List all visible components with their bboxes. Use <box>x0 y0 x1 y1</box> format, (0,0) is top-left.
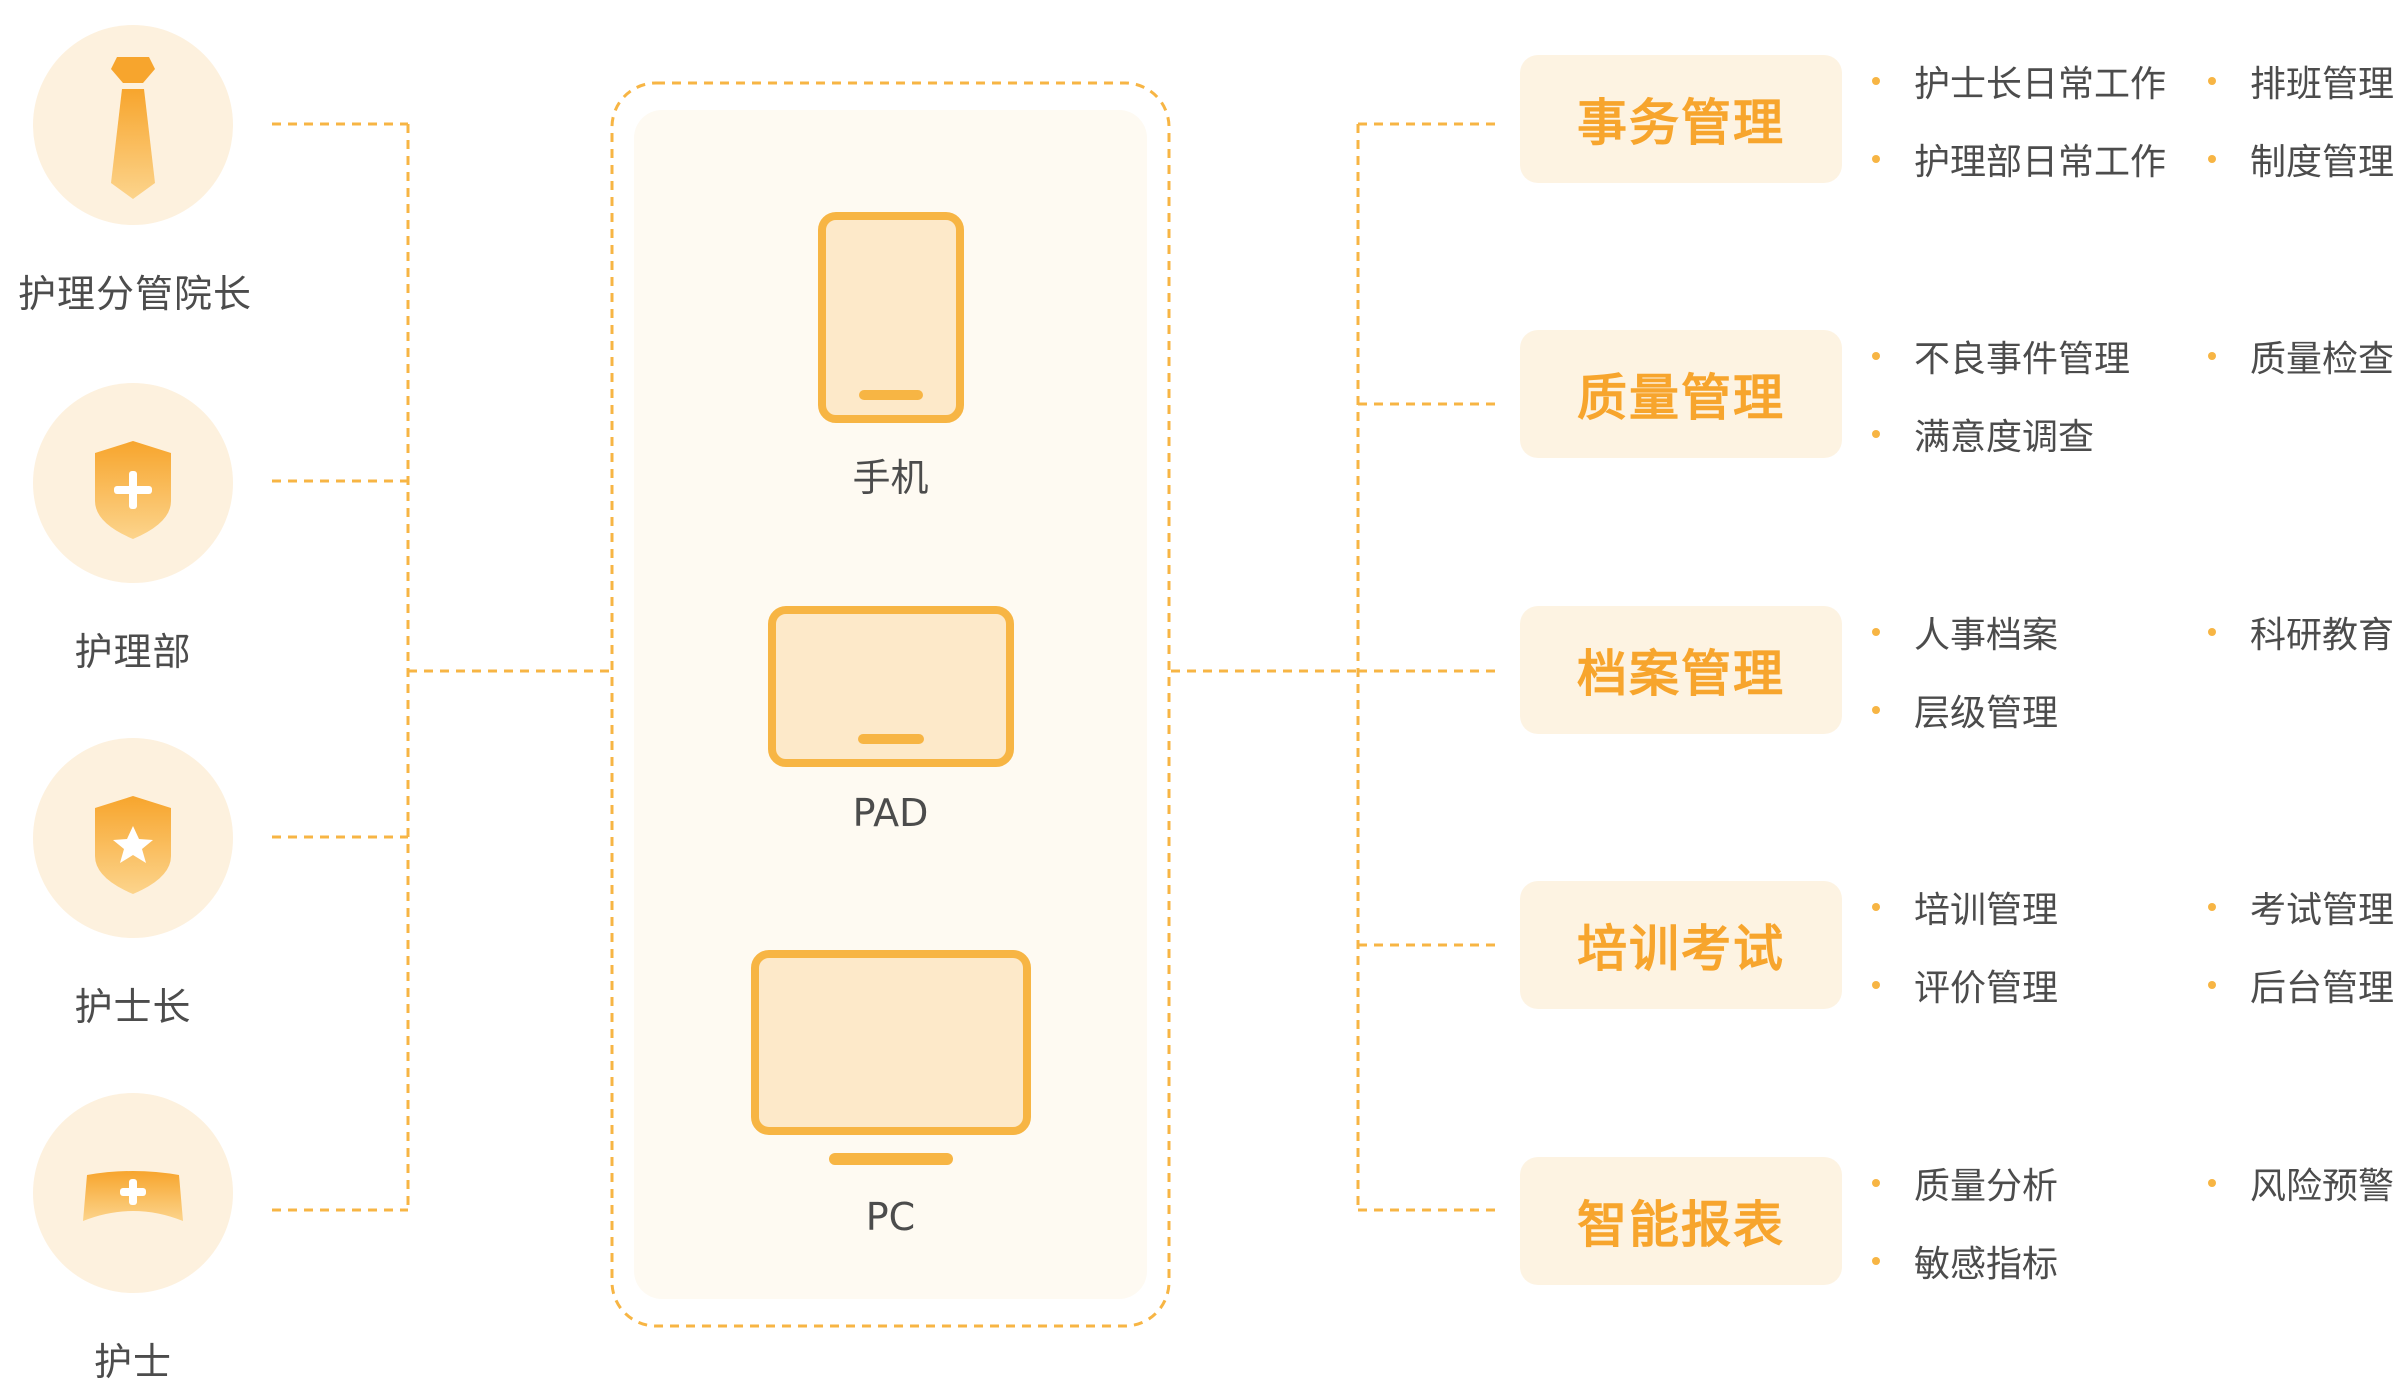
bullet-dot <box>2208 1179 2216 1187</box>
feature-item: 护士长日常工作 <box>1870 55 2166 107</box>
role-nursing-department: 护理部 <box>18 383 248 676</box>
feature-item: 不良事件管理 <box>1870 330 2130 382</box>
role-nurse: 护士 <box>18 1093 248 1386</box>
monitor-icon <box>750 950 1031 1165</box>
feature-item: 层级管理 <box>1870 684 2058 736</box>
tablet-icon <box>767 606 1014 767</box>
feature-item: 排班管理 <box>2206 55 2394 107</box>
bullet-dot <box>2208 981 2216 989</box>
bullet-dot <box>2208 77 2216 85</box>
role-avatar <box>33 1093 233 1293</box>
device-phone: 手机 <box>634 210 1147 502</box>
role-avatar <box>33 25 233 225</box>
feature-item: 质量分析 <box>1870 1157 2058 1209</box>
bullet-dot <box>1872 77 1880 85</box>
bullet-dot <box>1872 706 1880 714</box>
device-pc: PC <box>634 948 1147 1239</box>
bullet-dot <box>1872 1257 1880 1265</box>
module-affairs-management: 事务管理 <box>1520 55 1842 183</box>
device-label: 手机 <box>852 456 929 500</box>
bullet-dot <box>1872 430 1880 438</box>
feature-item: 人事档案 <box>1870 606 2058 658</box>
device-label: PAD <box>852 791 929 835</box>
device-tablet: PAD <box>634 604 1147 835</box>
role-head-nurse: 护士长 <box>18 738 248 1031</box>
role-label: 护士长 <box>74 985 192 1029</box>
bullet-dot <box>1872 981 1880 989</box>
tie-icon <box>111 57 155 199</box>
bullet-dot <box>1872 903 1880 911</box>
feature-item: 满意度调查 <box>1870 408 2094 460</box>
bullet-dot <box>2208 628 2216 636</box>
module-training-exam: 培训考试 <box>1520 881 1842 1009</box>
bullet-dot <box>1872 1179 1880 1187</box>
feature-item: 培训管理 <box>1870 881 2058 933</box>
feature-item: 评价管理 <box>1870 959 2058 1011</box>
bullet-dot <box>1872 155 1880 163</box>
device-label: PC <box>865 1195 916 1239</box>
phone-icon <box>817 212 964 423</box>
module-archive-management: 档案管理 <box>1520 606 1842 734</box>
module-quality-management: 质量管理 <box>1520 330 1842 458</box>
feature-item: 制度管理 <box>2206 133 2394 185</box>
feature-item: 后台管理 <box>2206 959 2394 1011</box>
role-nursing-vice-president: 护理分管院长 <box>18 25 253 318</box>
module-smart-reports: 智能报表 <box>1520 1157 1842 1285</box>
role-avatar <box>33 383 233 583</box>
role-label: 护理分管院长 <box>18 272 253 316</box>
shield-star-icon <box>95 796 171 894</box>
bullet-dot <box>1872 352 1880 360</box>
nurse-cap-icon <box>83 1171 183 1221</box>
shield-plus-icon <box>95 441 171 539</box>
feature-item: 考试管理 <box>2206 881 2394 933</box>
role-avatar <box>33 738 233 938</box>
feature-item: 质量检查 <box>2206 330 2394 382</box>
bullet-dot <box>2208 155 2216 163</box>
feature-item: 敏感指标 <box>1870 1235 2058 1287</box>
role-label: 护理部 <box>74 630 192 674</box>
bullet-dot <box>1872 628 1880 636</box>
feature-item: 风险预警 <box>2206 1157 2394 1209</box>
bullet-dot <box>2208 903 2216 911</box>
feature-item: 护理部日常工作 <box>1870 133 2166 185</box>
feature-item: 科研教育 <box>2206 606 2394 658</box>
role-label: 护士 <box>93 1340 172 1384</box>
bullet-dot <box>2208 352 2216 360</box>
